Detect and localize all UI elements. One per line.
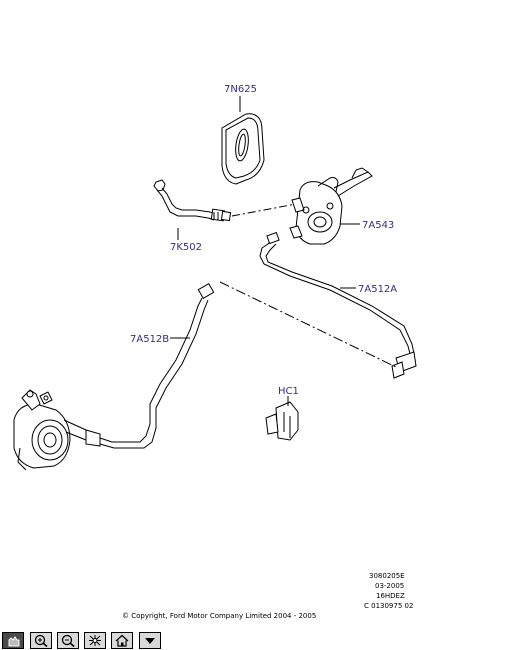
parts-diagram: 7N625 7K502 7A543 7A512A 7A512B HC1 [13,84,417,471]
zoom-out-icon [61,634,75,647]
label-HC1: HC1 [278,386,299,397]
hose-7K502 [153,179,232,222]
home-button[interactable] [111,632,133,649]
label-7A512A: 7A512A [358,284,397,295]
copyright-text: © Copyright, Ford Motor Company Limited … [122,612,317,620]
ref-date: 03-2005 [375,582,405,590]
home-icon [115,634,129,647]
viewer-toolbar [0,631,520,650]
tube-7A512A [259,231,417,379]
menu-down-button[interactable] [139,632,161,649]
zoom-in-button[interactable] [30,632,52,649]
clip-HC1 [265,401,299,441]
tube-7A512B [85,282,215,449]
pan-icon [8,636,20,647]
pan-button[interactable] [2,632,24,649]
menu-down-icon [145,638,155,644]
ref-number: 3080205E [369,572,405,580]
fit-icon [89,635,101,646]
fit-button[interactable] [84,632,106,649]
ref-code: C 0130975 02 [364,602,414,610]
grommet-7N625 [221,113,265,185]
slave-cylinder [13,389,87,471]
label-7A512B: 7A512B [130,334,169,345]
label-7N625: 7N625 [224,84,257,95]
zoom-out-button[interactable] [57,632,79,649]
zoom-in-icon [34,634,48,647]
ref-model: 16HDEZ [376,592,405,600]
label-7A543: 7A543 [362,220,394,231]
label-7K502: 7K502 [170,242,202,253]
master-cylinder-7A543 [289,167,373,245]
